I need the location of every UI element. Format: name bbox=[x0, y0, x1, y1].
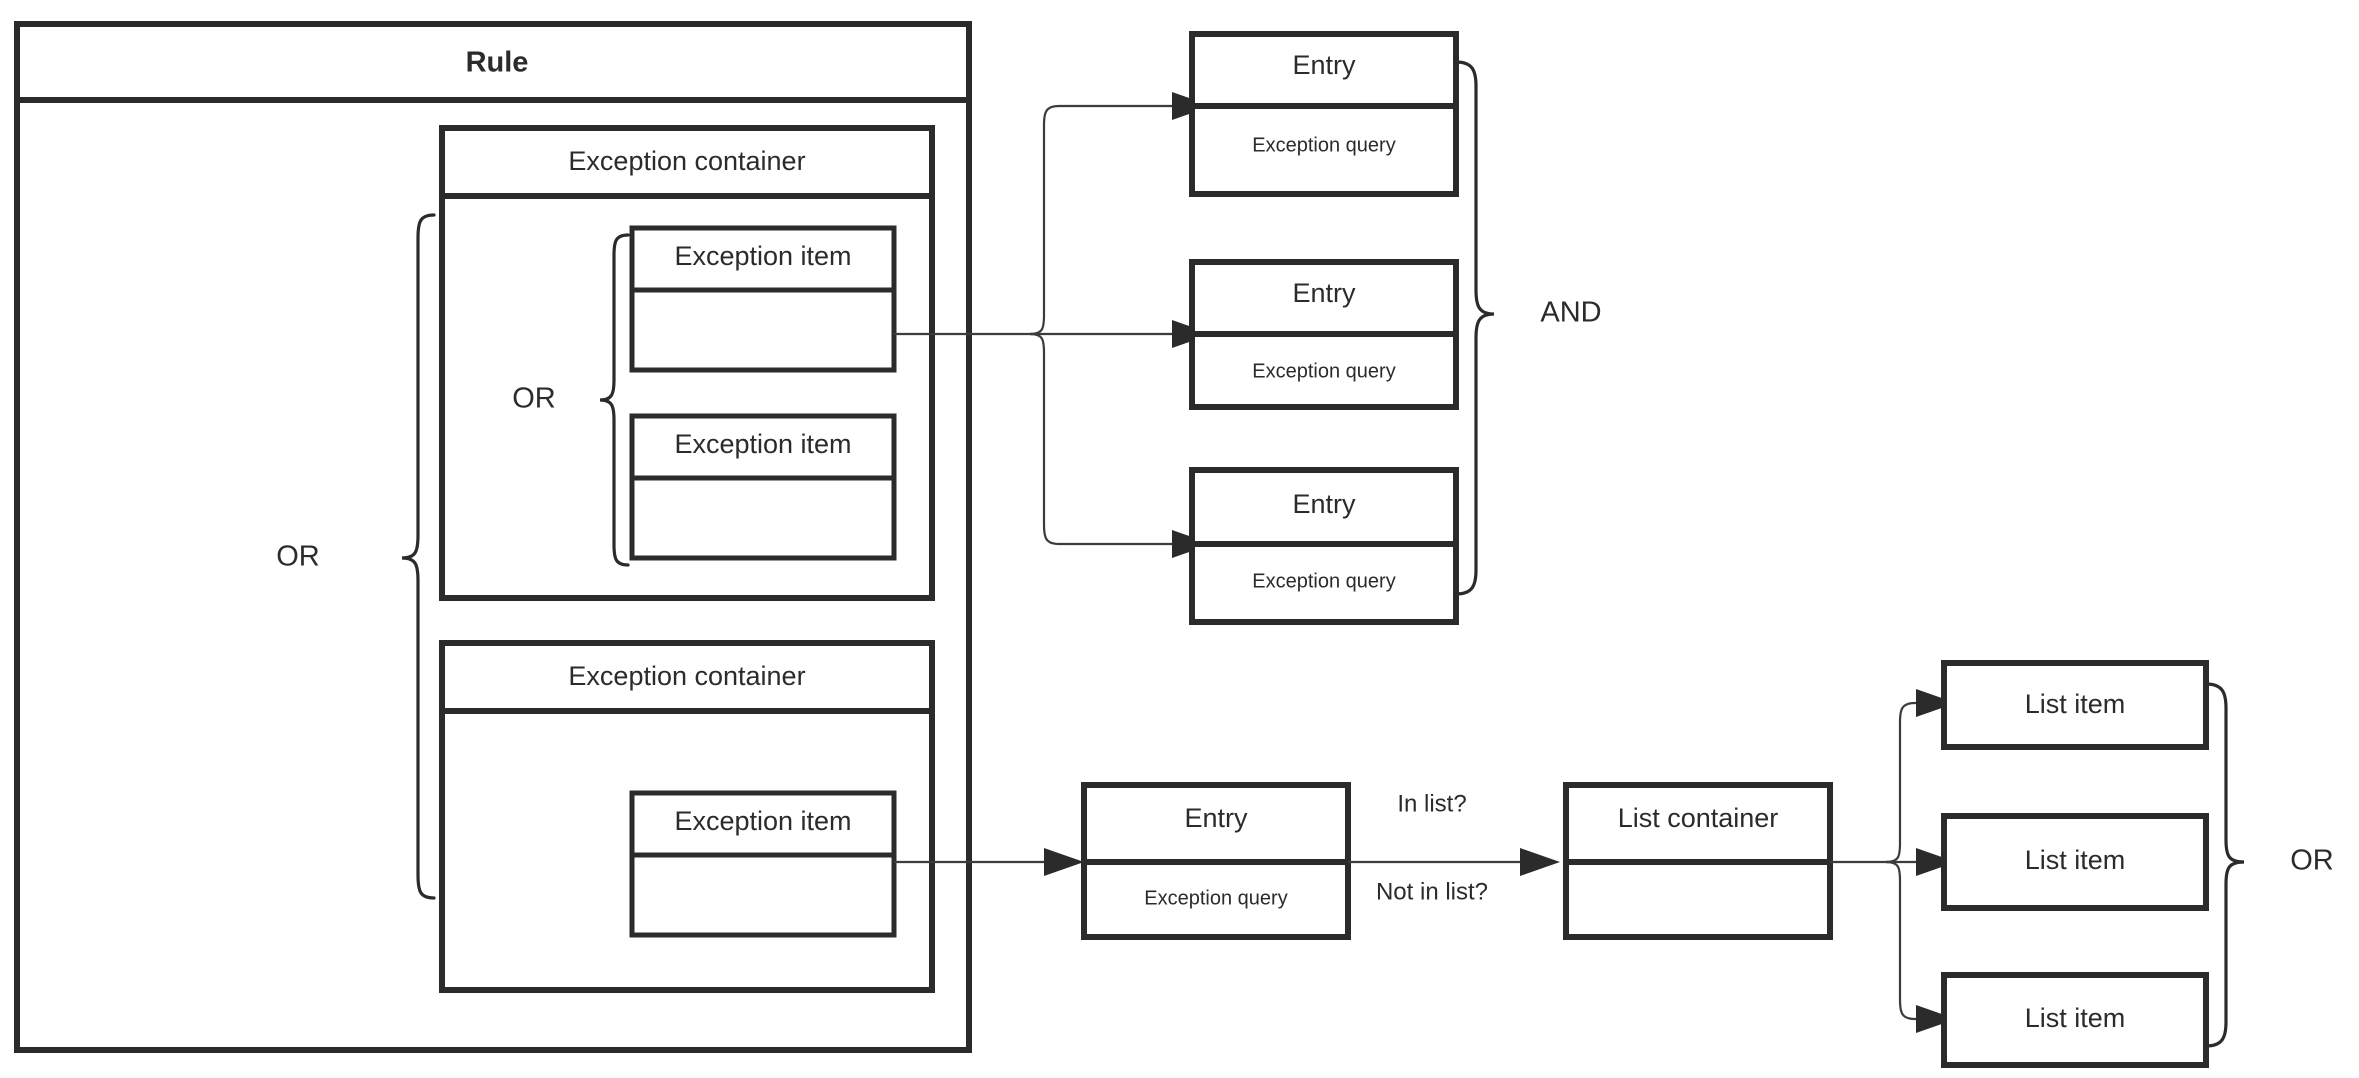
edge-label-not-in-list: Not in list? bbox=[1376, 878, 1488, 905]
list-item-box[interactable] bbox=[1941, 813, 2209, 911]
arrow-head-icon bbox=[1520, 848, 1560, 876]
exception-container-1-operator-label: OR bbox=[512, 383, 556, 415]
list-item-title: List item bbox=[2025, 689, 2126, 719]
list-item[interactable]: List item bbox=[1941, 813, 2209, 911]
entry-box-bottom[interactable]: Entry Exception query bbox=[1081, 782, 1351, 940]
and-brace: AND bbox=[1454, 60, 1602, 596]
list-or-brace: OR bbox=[2204, 682, 2334, 1048]
exception-item-title: Exception item bbox=[674, 241, 851, 271]
rule-operator-label: OR bbox=[276, 541, 320, 573]
list-item-box[interactable] bbox=[1941, 660, 2209, 750]
entry-box[interactable]: Entry Exception query bbox=[1189, 31, 1459, 197]
exception-item[interactable]: Exception item bbox=[629, 790, 897, 938]
edge-label-in-list: In list? bbox=[1397, 790, 1466, 817]
list-item[interactable]: List item bbox=[1941, 660, 2209, 750]
entry-group-top: Entry Exception query Entry Exception qu… bbox=[1189, 31, 1602, 625]
list-container-title: List container bbox=[1618, 803, 1779, 833]
entry-body: Exception query bbox=[1252, 570, 1395, 592]
entry-body: Exception query bbox=[1252, 360, 1395, 382]
entry-box[interactable]: Entry Exception query bbox=[1189, 259, 1459, 410]
entry-title: Entry bbox=[1292, 489, 1356, 519]
exception-item-box[interactable] bbox=[629, 413, 897, 561]
rule-or-brace: OR bbox=[276, 213, 436, 900]
curly-brace-icon bbox=[401, 213, 436, 900]
exception-container-title: Exception container bbox=[568, 661, 805, 691]
arrow-head-icon bbox=[1916, 848, 1956, 876]
exception-item[interactable]: Exception item bbox=[629, 225, 897, 373]
entry-title: Entry bbox=[1292, 278, 1356, 308]
connector-branch-top bbox=[1029, 104, 1172, 336]
arrow-head-icon bbox=[1916, 1005, 1956, 1033]
list-split-connector bbox=[1830, 689, 1956, 1033]
and-operator-label: AND bbox=[1540, 297, 1601, 329]
exception-item-box[interactable] bbox=[629, 790, 897, 938]
entry-title: Entry bbox=[1292, 50, 1356, 80]
entry-box-rect[interactable] bbox=[1189, 31, 1459, 197]
bottom-flow-connector-2: In list? Not in list? bbox=[1348, 790, 1560, 905]
exception-container-2[interactable]: Exception container Exception item bbox=[439, 640, 935, 993]
entry-body: Exception query bbox=[1252, 134, 1395, 156]
list-item-title: List item bbox=[2025, 1003, 2126, 1033]
list-item-title: List item bbox=[2025, 845, 2126, 875]
exception-item-box[interactable] bbox=[629, 225, 897, 373]
connector-branch-bottom bbox=[1029, 332, 1172, 546]
connector-branch-top bbox=[1885, 701, 1916, 864]
exception-container-1[interactable]: Exception container OR Exception item Ex… bbox=[439, 125, 935, 601]
exception-item-title: Exception item bbox=[674, 429, 851, 459]
list-item-box[interactable] bbox=[1941, 972, 2209, 1068]
curly-brace-icon bbox=[2204, 682, 2245, 1048]
curly-brace-icon bbox=[1454, 60, 1495, 596]
curly-brace-icon bbox=[599, 233, 630, 567]
entry-title: Entry bbox=[1184, 803, 1248, 833]
list-container[interactable]: List container bbox=[1563, 782, 1833, 940]
list-item[interactable]: List item bbox=[1941, 972, 2209, 1068]
exception-container-1-or-brace: OR bbox=[512, 233, 630, 567]
page-title: Rule bbox=[466, 47, 529, 79]
list-operator-label: OR bbox=[2290, 845, 2334, 877]
exception-item-title: Exception item bbox=[674, 806, 851, 836]
arrow-head-icon bbox=[1044, 848, 1084, 876]
exception-container-title: Exception container bbox=[568, 146, 805, 176]
bottom-flow-connector-1 bbox=[894, 848, 1084, 876]
list-item-group: List item List item List item OR bbox=[1941, 660, 2334, 1068]
entry-box[interactable]: Entry Exception query bbox=[1189, 467, 1459, 625]
connector-branch-bottom bbox=[1885, 860, 1916, 1021]
entry-body: Exception query bbox=[1144, 887, 1287, 909]
arrow-head-icon bbox=[1916, 689, 1956, 717]
exception-item[interactable]: Exception item bbox=[629, 413, 897, 561]
